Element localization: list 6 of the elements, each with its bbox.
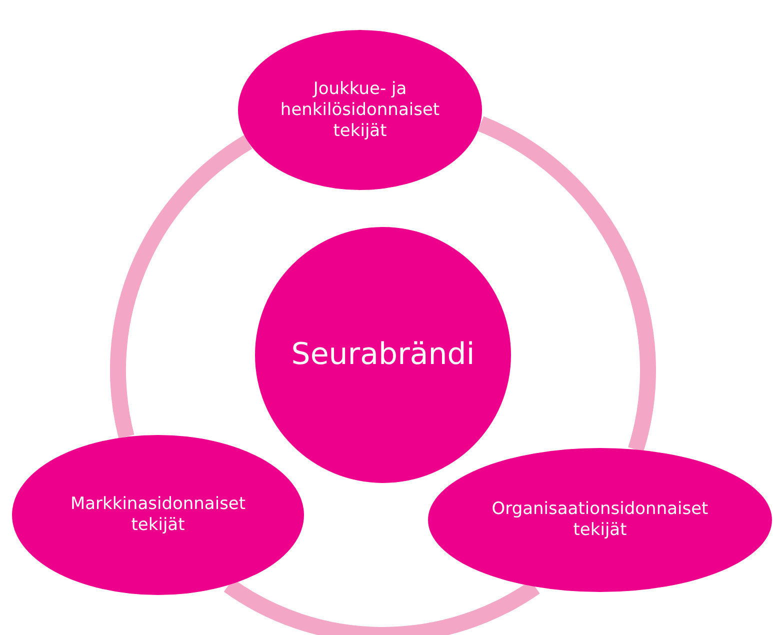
ring-connector: [477, 116, 656, 452]
node-label: Joukkue- ja henkilösidonnaiset tekijät: [279, 78, 441, 142]
node-label: Organisaationsidonnaiset tekijät: [490, 499, 710, 541]
ring-connector: [110, 135, 253, 438]
node-label: Markkinasidonnaiset tekijät: [69, 494, 247, 536]
node-label: Seurabrändi: [291, 337, 475, 373]
